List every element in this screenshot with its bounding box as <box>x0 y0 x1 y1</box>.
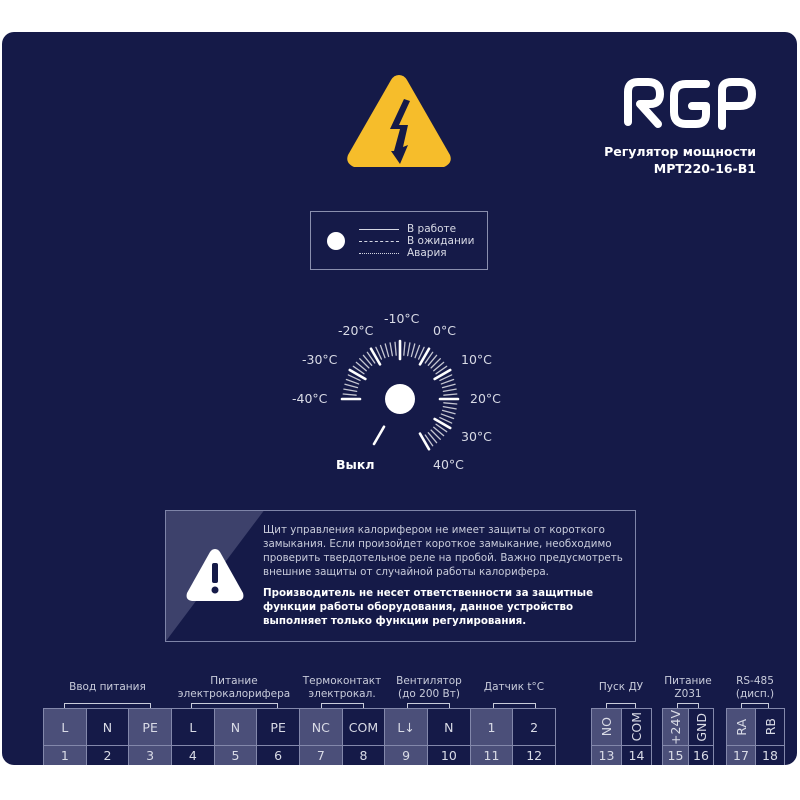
dial-label-20: 20°C <box>470 391 501 406</box>
group-label-remote-start: Пуск ДУ <box>598 681 644 693</box>
terminal-18-number: 18 <box>755 745 785 765</box>
terminal-12-number: 12 <box>512 745 556 765</box>
terminal-14-number: 14 <box>621 745 652 765</box>
dial-label-30: 30°C <box>461 429 492 444</box>
exclamation-warning-icon <box>186 549 244 601</box>
terminal-1-label: L <box>43 708 87 746</box>
terminal-10-number: 10 <box>427 745 471 765</box>
product-name: Регулятор мощности <box>604 144 756 159</box>
terminal-3-number: 3 <box>128 745 172 765</box>
dial-label-40: 40°C <box>433 457 464 472</box>
terminal-8-label: COM <box>341 708 386 746</box>
terminal-13-label: NO <box>591 708 622 746</box>
bracket <box>321 703 364 709</box>
terminal-14-label: COM <box>621 708 652 746</box>
dial-label-10: 10°C <box>461 352 492 367</box>
terminal-2-label: N <box>85 708 130 746</box>
terminal-10-label: N <box>427 708 471 746</box>
terminal-11-label: 1 <box>469 708 514 746</box>
terminal-6-label: PE <box>256 708 300 746</box>
terminal-7-number: 7 <box>299 745 343 765</box>
terminal-17-label: RA <box>726 708 756 746</box>
terminal-5-label: N <box>213 708 258 746</box>
solid-line-icon <box>359 228 399 230</box>
terminal-7-label: NC <box>299 708 343 746</box>
terminal-4-number: 4 <box>171 745 215 765</box>
terminal-15-label: +24V <box>662 708 689 746</box>
rgp-logo <box>624 78 756 130</box>
group-label-power-input: Ввод питания <box>69 681 146 693</box>
bracket <box>677 703 699 709</box>
terminal-13-number: 13 <box>591 745 622 765</box>
terminal-16-number: 16 <box>688 745 714 765</box>
bracket <box>493 703 536 709</box>
warning-text: Щит управления калорифером не имеет защи… <box>263 524 623 578</box>
terminal-3-label: PE <box>128 708 172 746</box>
group-label-sensor: Датчик t°C <box>483 681 545 693</box>
dial-label-off: Выкл <box>336 457 375 472</box>
terminal-17-number: 17 <box>726 745 756 765</box>
terminal-8-number: 8 <box>341 745 386 765</box>
warning-notice: Щит управления калорифером не имеет защи… <box>165 510 636 642</box>
dial-label-minus40: -40°C <box>292 391 328 406</box>
terminal-18-label: RB <box>755 708 785 746</box>
legend-item-standby: В ожидании <box>359 235 474 247</box>
product-model: МРТ220-16-В1 <box>653 161 756 176</box>
bracket <box>407 703 450 709</box>
group-label-rs485: RS-485(дисп.) <box>735 675 775 700</box>
bracket <box>606 703 636 709</box>
status-led-icon <box>327 232 345 250</box>
dotted-line-icon <box>359 252 399 254</box>
terminal-12-label: 2 <box>512 708 556 746</box>
bracket <box>741 703 769 709</box>
terminal-1-number: 1 <box>43 745 87 765</box>
terminal-5-number: 5 <box>213 745 258 765</box>
warning-disclaimer: Производитель не несет ответственности з… <box>263 587 594 627</box>
product-title: Регулятор мощности МРТ220-16-В1 <box>604 143 756 177</box>
terminal-11-number: 11 <box>469 745 514 765</box>
terminal-4-label: L <box>171 708 215 746</box>
terminal-9-number: 9 <box>384 745 428 765</box>
terminal-15-number: 15 <box>662 745 689 765</box>
dial-label-0: 0°C <box>433 323 456 338</box>
legend-item-alarm: Авария <box>359 247 447 259</box>
terminal-16-label: GND <box>688 708 714 746</box>
terminal-2-number: 2 <box>85 745 130 765</box>
dial-label-minus10: -10°C <box>384 311 420 326</box>
bracket <box>64 703 151 709</box>
indicator-legend: В работе В ожидании Авария <box>310 211 488 270</box>
high-voltage-warning-icon <box>347 75 451 167</box>
group-label-fan: Вентилятор(до 200 Вт) <box>396 675 462 700</box>
dial-label-minus20: -20°C <box>338 323 374 338</box>
terminal-9-label: L↓ <box>384 708 428 746</box>
terminal-6-number: 6 <box>256 745 300 765</box>
dashed-line-icon <box>359 240 399 242</box>
dial-label-minus30: -30°C <box>302 352 338 367</box>
legend-item-working: В работе <box>359 223 456 235</box>
bracket <box>191 703 278 709</box>
